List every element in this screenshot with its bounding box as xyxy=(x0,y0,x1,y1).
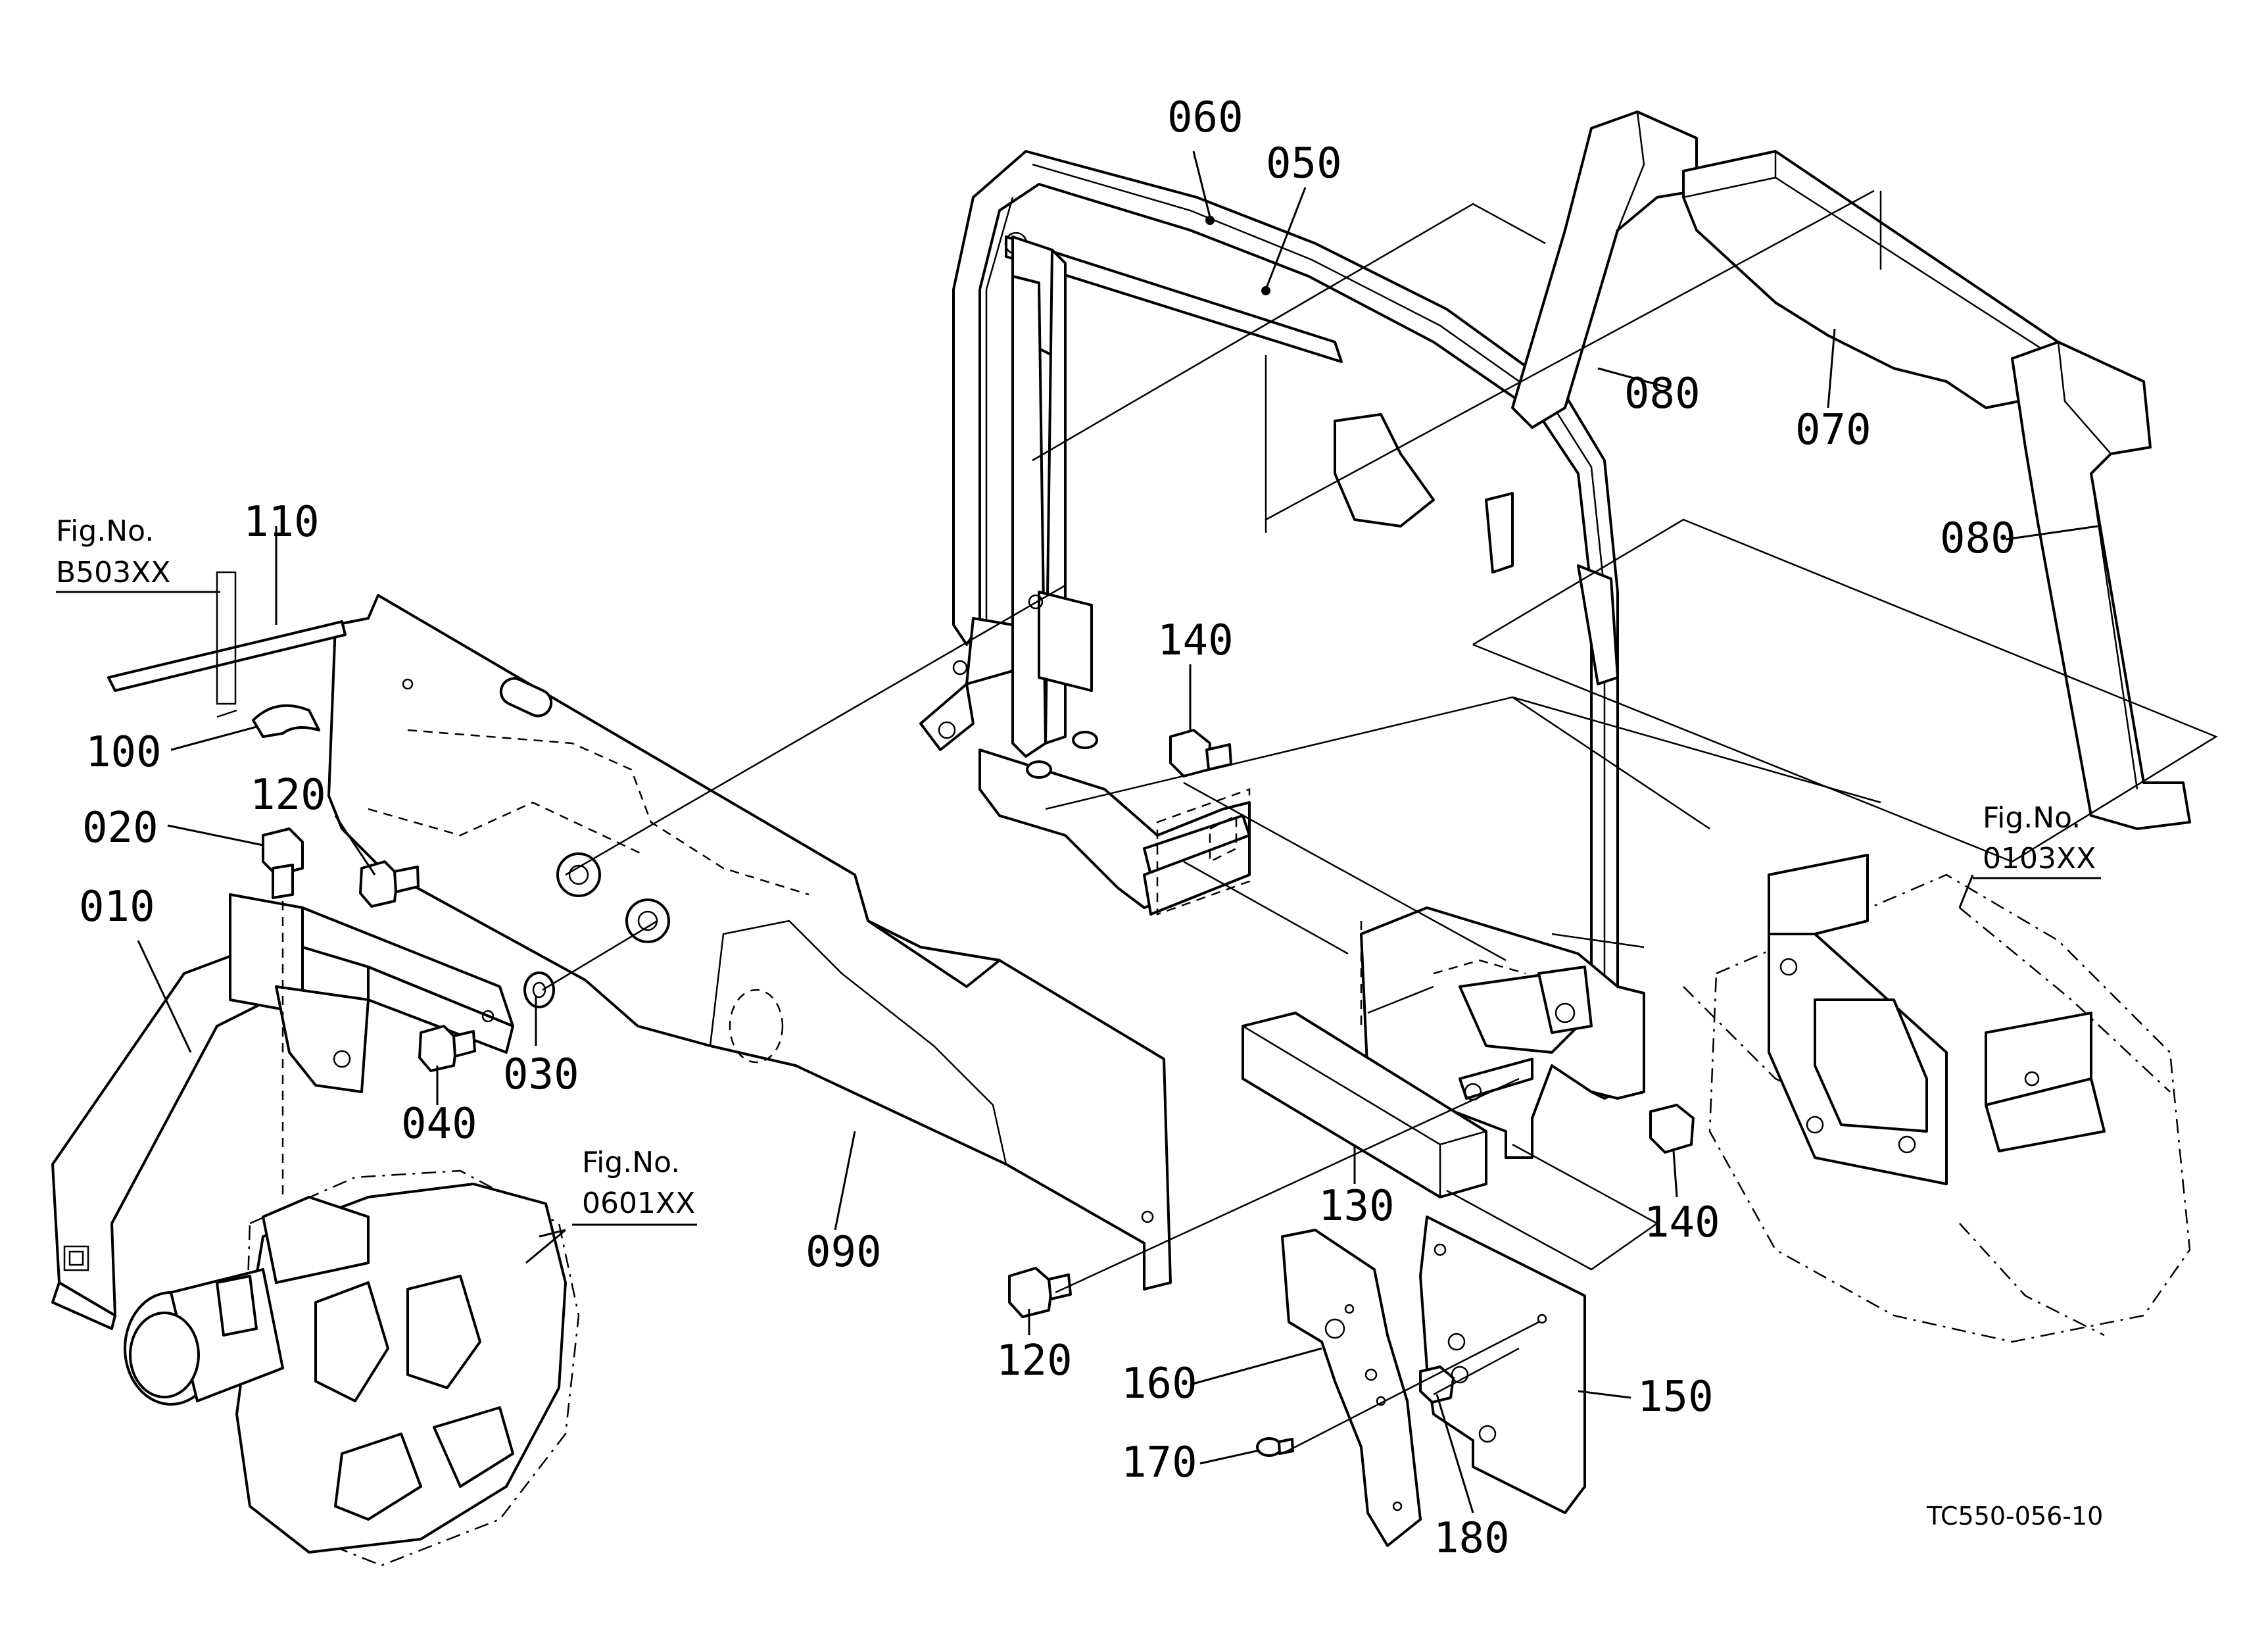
fig-ref-0103-number: 0103XX xyxy=(1983,842,2096,875)
bolt-040 xyxy=(418,1025,476,1072)
seal-strip-110 xyxy=(107,571,347,705)
fig-ref-b503-label: Fig.No. xyxy=(56,514,154,548)
callout-070: 070 xyxy=(1795,406,1871,455)
bolt-140-lower xyxy=(1649,1104,1695,1154)
fig-ref-0103: Fig.No. 0103XX xyxy=(1973,801,2101,879)
fig-ref-0103-label: Fig.No. xyxy=(1983,801,2081,835)
callout-080-upper: 080 xyxy=(1624,370,1701,418)
callout-110: 110 xyxy=(243,498,320,547)
bolt-020 xyxy=(262,827,304,1197)
callout-050: 050 xyxy=(1266,139,1342,188)
exhaust-manifold xyxy=(124,1183,567,1554)
sponge-080-left xyxy=(1511,111,1698,429)
callout-140-upper: 140 xyxy=(1157,616,1234,665)
exhaust-manifold-ghost xyxy=(242,1169,580,1567)
washer-030 xyxy=(523,971,555,1008)
leader-lines xyxy=(137,151,2098,1513)
bracket-050 xyxy=(919,235,1645,1159)
fig-ref-0601: Fig.No. 0601XX xyxy=(572,1146,697,1226)
fig-ref-0601-number: 0601XX xyxy=(582,1187,695,1220)
callout-040: 040 xyxy=(401,1100,477,1148)
callout-120-lower: 120 xyxy=(996,1337,1073,1385)
callout-100: 100 xyxy=(85,728,162,777)
callout-180: 180 xyxy=(1434,1514,1510,1563)
sponge-070 xyxy=(1682,150,2060,409)
assembly-lines xyxy=(216,189,2218,1455)
bolt-140-upper xyxy=(1169,729,1232,777)
bolt-120-lower xyxy=(1008,1267,1072,1318)
callout-060: 060 xyxy=(1167,93,1243,142)
engine-block-ghost xyxy=(1683,873,2191,1343)
plate-160 xyxy=(1281,1229,1422,1547)
engine-plate-ref xyxy=(1768,854,2106,1185)
bolt-180 xyxy=(1419,1365,1455,1404)
callout-010: 010 xyxy=(79,883,155,931)
callout-170: 170 xyxy=(1121,1438,1197,1487)
screw-170 xyxy=(1256,1437,1294,1457)
callout-080-lower: 080 xyxy=(1940,514,2016,563)
fig-ref-0601-label: Fig.No. xyxy=(582,1146,680,1179)
plate-150 xyxy=(1419,1216,1586,1514)
callouts: 060 050 080 070 080 110 100 120 020 010 … xyxy=(79,93,2016,1563)
bolt-120-upper xyxy=(359,860,420,908)
callout-140-lower: 140 xyxy=(1644,1198,1720,1247)
callout-160: 160 xyxy=(1121,1360,1197,1408)
callout-120-upper: 120 xyxy=(250,771,326,820)
block-130 xyxy=(1242,921,1487,1198)
sponge-080-right xyxy=(2011,341,2191,830)
shield-090 xyxy=(327,594,1172,1291)
clip-100 xyxy=(252,704,320,738)
fig-ref-b503: Fig.No. B503XX xyxy=(56,514,220,593)
bracket-010 xyxy=(51,893,514,1330)
callout-090: 090 xyxy=(806,1228,882,1277)
callout-020: 020 xyxy=(82,804,158,852)
callout-150: 150 xyxy=(1637,1373,1714,1421)
callout-130: 130 xyxy=(1318,1182,1395,1231)
callout-030: 030 xyxy=(503,1050,579,1099)
fig-ref-b503-number: B503XX xyxy=(56,556,170,589)
drawing-code: TC550-056-10 xyxy=(1926,1502,2103,1531)
